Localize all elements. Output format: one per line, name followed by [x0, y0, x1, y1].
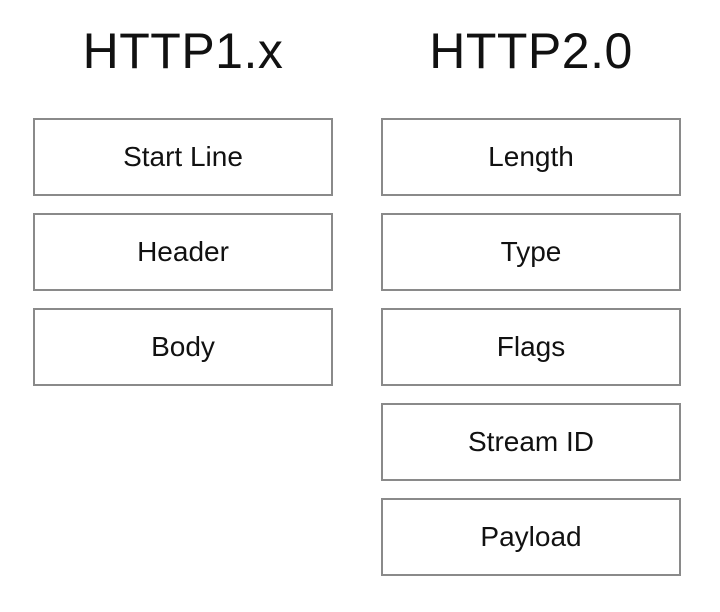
http2-field-payload: Payload [381, 498, 681, 576]
http2-field-stream-id: Stream ID [381, 403, 681, 481]
http1-field-body: Body [33, 308, 333, 386]
http2-field-length: Length [381, 118, 681, 196]
http1-field-start-line: Start Line [33, 118, 333, 196]
http1-title: HTTP1.x [82, 23, 284, 79]
http2-title: HTTP2.0 [429, 23, 633, 79]
http2-field-flags: Flags [381, 308, 681, 386]
http2-field-type: Type [381, 213, 681, 291]
http1-field-header: Header [33, 213, 333, 291]
